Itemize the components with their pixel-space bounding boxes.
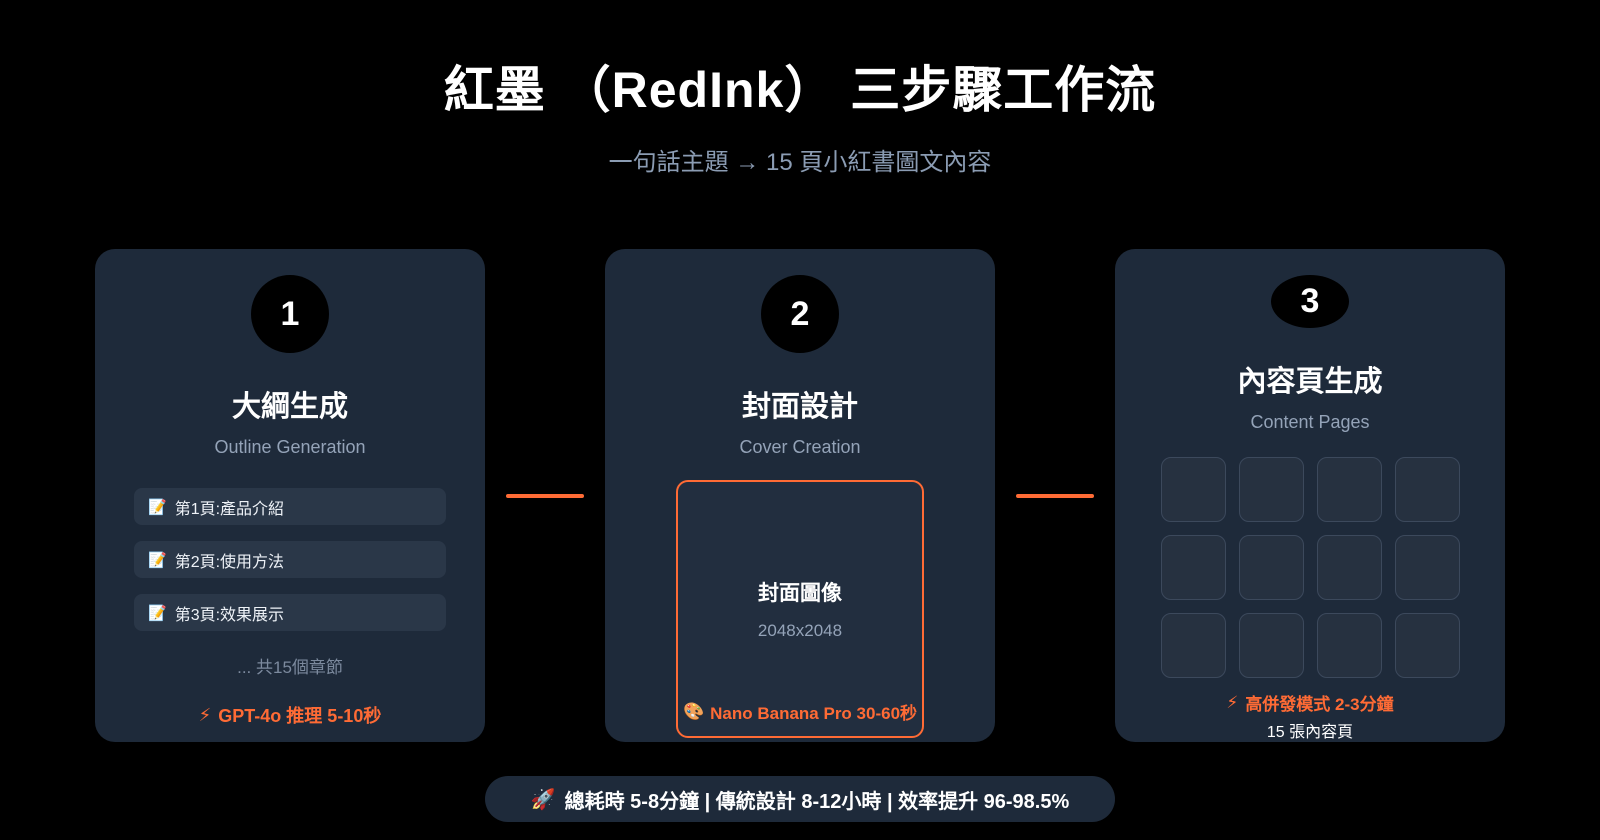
step-model-info: 🎨 Nano Banana Pro 30-60秒 [678,699,922,724]
step-model-info: ⚡ GPT-4o 推理 5-10秒 [199,702,382,728]
zap-icon: ⚡ [198,704,212,725]
content-page-thumbnail [1160,457,1226,522]
outline-list: 📝 第1頁:產品介紹 📝 第2頁:使用方法 📝 第3頁:效果展示 [134,488,446,631]
rocket-icon: 🚀 [530,788,556,811]
content-grid [1160,457,1460,678]
content-pages-caption: 15 張內容頁 [1266,724,1354,741]
step-subtitle: Outline Generation [214,437,366,457]
content-page-thumbnail [1316,535,1382,600]
step-card-content-pages: 3 內容頁生成 Content Pages ⚡ 高併發模式 2-3分鐘 15 張… [1115,249,1505,742]
summary-text: 總耗時 5-8分鐘 | 傳統設計 8-12小時 | 效率提升 96-98.5% [564,790,1070,813]
outline-item-label: 第3頁:效果展示 [174,606,285,624]
content-page-thumbnail [1160,613,1226,678]
step-number-badge: 1 [251,275,329,353]
outline-item: 📝 第3頁:效果展示 [134,594,446,631]
step-subtitle: Cover Creation [739,437,861,457]
outline-item-label: 第2頁:使用方法 [174,553,285,571]
outline-item: 📝 第1頁:產品介紹 [134,488,446,525]
memo-icon: 📝 [148,604,167,622]
page-subtitle: 一句話主題 → 15 頁小紅書圖文內容 [608,149,992,176]
summary-pill: 🚀 總耗時 5-8分鐘 | 傳統設計 8-12小時 | 效率提升 96-98.5… [484,776,1116,822]
content-page-thumbnail [1394,457,1460,522]
step-number-badge: 2 [761,275,839,353]
step-model-info: ⚡ 高併發模式 2-3分鐘 [1226,690,1393,715]
page-title: 紅墨 （RedInk） 三步驟工作流 [443,62,1157,118]
palette-icon: 🎨 [682,701,705,721]
outline-item-label: 第1頁:產品介紹 [174,500,285,518]
content-page-thumbnail [1316,613,1382,678]
step-model-label: Nano Banana Pro 30-60秒 [710,704,918,723]
memo-icon: 📝 [148,551,167,569]
content-page-thumbnail [1316,457,1382,522]
page-header: 紅墨 （RedInk） 三步驟工作流 一句話主題 → 15 頁小紅書圖文內容 [444,50,1156,177]
cover-preview-size: 2048x2048 [757,621,843,640]
step-subtitle: Content Pages [1250,412,1370,432]
outline-item: 📝 第2頁:使用方法 [134,541,446,578]
connector-line-2 [1016,493,1094,498]
step-title: 封面設計 [741,391,858,423]
step-model-label: GPT-4o 推理 5-10秒 [218,706,382,726]
cover-preview-title: 封面圖像 [758,582,842,605]
memo-icon: 📝 [148,498,167,516]
zap-icon: ⚡ [1226,692,1239,712]
step-title: 大綱生成 [231,391,348,423]
content-page-thumbnail [1394,535,1460,600]
content-page-thumbnail [1238,613,1304,678]
content-page-thumbnail [1238,535,1304,600]
content-page-thumbnail [1394,613,1460,678]
step-number-badge: 3 [1271,275,1349,328]
step-card-outline: 1 大綱生成 Outline Generation 📝 第1頁:產品介紹 📝 第… [95,249,485,742]
content-page-thumbnail [1160,535,1226,600]
cover-preview-box: 封面圖像 2048x2048 🎨 Nano Banana Pro 30-60秒 [676,480,924,738]
step-model-label: 高併發模式 2-3分鐘 [1245,695,1394,714]
outline-more-text: ... 共15個章節 [237,658,343,677]
connector-line-1 [506,493,584,498]
content-page-thumbnail [1238,457,1304,522]
steps-row: 1 大綱生成 Outline Generation 📝 第1頁:產品介紹 📝 第… [95,249,1505,742]
step-title: 內容頁生成 [1237,366,1383,398]
step-card-cover: 2 封面設計 Cover Creation 封面圖像 2048x2048 🎨 N… [605,249,995,742]
